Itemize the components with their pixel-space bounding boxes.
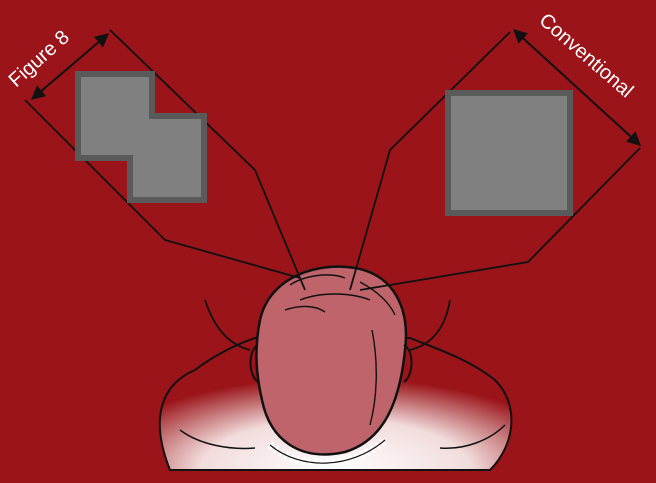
figure8-label: Figure 8	[5, 26, 74, 91]
conventional-guide-inner	[349, 31, 511, 291]
shoulder-detail	[179, 424, 506, 450]
conventional-coil	[445, 90, 573, 216]
neck-collar-outline	[269, 439, 386, 464]
figure8-width-arrow	[30, 33, 110, 100]
arm-left	[204, 299, 251, 351]
conventional-width-arrow	[512, 29, 642, 146]
ear-left	[249, 344, 259, 383]
figure8-coil-group: Figure 8	[5, 26, 306, 291]
conventional-coil-group: Conventional	[349, 9, 642, 291]
head	[255, 265, 408, 456]
hair-lines	[284, 274, 396, 426]
person-top-view	[158, 265, 513, 471]
figure8-coil	[75, 71, 207, 203]
figure8-guide-inner	[109, 29, 306, 291]
figure8-guide-outer	[24, 99, 301, 279]
arm-right	[409, 299, 451, 351]
conventional-guide-outer	[359, 147, 641, 291]
ear-right	[403, 344, 413, 383]
conventional-label: Conventional	[535, 9, 638, 102]
